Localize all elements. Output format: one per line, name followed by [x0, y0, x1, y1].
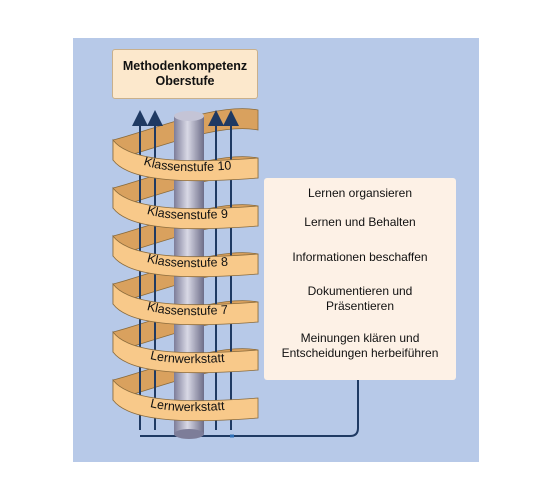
topic-line: Lernen und Behalten	[304, 215, 416, 229]
title-line-1: Methodenkompetenz	[122, 59, 248, 73]
spiral-band	[112, 378, 259, 422]
topic-line: Präsentieren	[325, 299, 395, 313]
spiral-label: Klassenstufe 7	[146, 299, 229, 318]
spiral-label: Klassenstufe 9	[146, 203, 229, 222]
topics-box: Lernen organsieren Lernen und Behalten I…	[264, 178, 456, 380]
topic-line: Lernen organsieren	[307, 186, 413, 200]
spiral-label: Lernwerkstatt	[149, 348, 225, 366]
topic-item: Lernen organsieren	[264, 186, 456, 201]
topic-line: Entscheidungen herbeiführen	[281, 346, 439, 360]
topic-item: Dokumentieren und Präsentieren	[264, 284, 456, 314]
spiral-label: Lernwerkstatt	[149, 396, 225, 414]
topic-item: Lernen und Behalten	[264, 215, 456, 230]
topic-line: Meinungen klären und	[300, 331, 420, 345]
topic-item: Informationen beschaffen	[264, 250, 456, 265]
topic-line: Informationen beschaffen	[292, 250, 428, 264]
connector-line	[140, 380, 359, 437]
spiral-band	[112, 186, 259, 230]
topic-line: Dokumentieren und	[307, 284, 413, 298]
spiral-band	[112, 282, 259, 326]
spiral-label: Klassenstufe 8	[146, 251, 229, 270]
spiral-band	[112, 234, 259, 278]
topic-item: Meinungen klären und Entscheidungen herb…	[264, 331, 456, 361]
title-box: Methodenkompetenz Oberstufe	[112, 49, 258, 99]
spiral-band	[112, 330, 259, 374]
spiral-band	[112, 138, 259, 182]
title-line-2: Oberstufe	[155, 74, 215, 88]
